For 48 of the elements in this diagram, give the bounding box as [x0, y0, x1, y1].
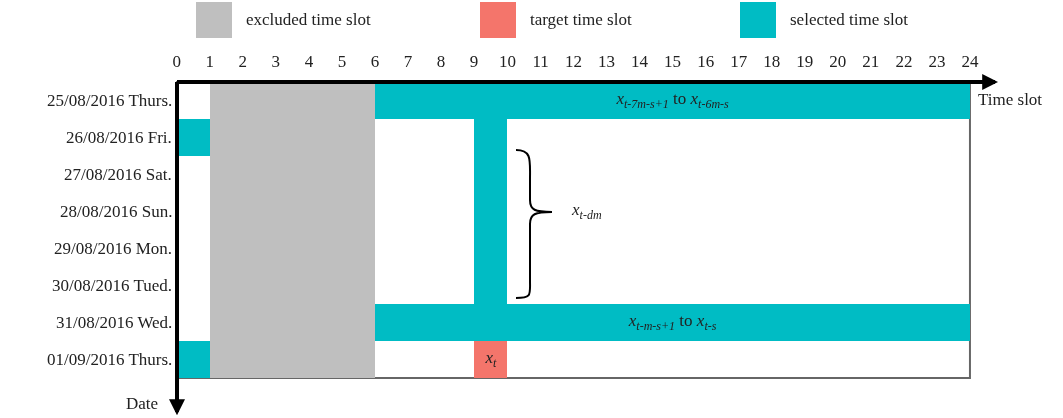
- tick-label: 24: [961, 52, 979, 72]
- tick-label: 3: [271, 52, 281, 72]
- date-label: 31/08/2016 Wed.: [56, 312, 173, 333]
- tick-label: 19: [796, 52, 814, 72]
- brace-label: x$_{t-dm}$: [572, 199, 602, 224]
- tick-label: 8: [436, 52, 446, 72]
- slot-formula: x$_{t-m-s+1}$ to x$_{t-s}$: [628, 311, 717, 334]
- tick-label: 17: [730, 52, 748, 72]
- tick-label: 5: [337, 52, 347, 72]
- slot-formula: x$_{t}$: [485, 348, 497, 371]
- selected-slot-band: [375, 304, 970, 341]
- legend-label: excluded time slot: [246, 10, 371, 30]
- excluded-slot-block: [210, 82, 376, 378]
- tick-label: 22: [895, 52, 913, 72]
- selected-slot-cell: [177, 119, 211, 156]
- tick-label: 7: [403, 52, 413, 72]
- tick-label: 2: [238, 52, 248, 72]
- tick-label: 20: [829, 52, 847, 72]
- tick-label: 1: [205, 52, 215, 72]
- tick-label: 15: [664, 52, 682, 72]
- date-label: 27/08/2016 Sat.: [64, 164, 172, 185]
- tick-label: 9: [469, 52, 479, 72]
- slot-formula: x$_{t-7m-s+1}$ to x$_{t-6m-s}$: [616, 89, 729, 112]
- date-label: 26/08/2016 Fri.: [66, 127, 172, 148]
- tick-label: 6: [370, 52, 380, 72]
- tick-label: 16: [697, 52, 715, 72]
- tick-label: 14: [631, 52, 649, 72]
- target-slot-cell: [474, 341, 508, 378]
- tick-label: 21: [862, 52, 880, 72]
- selected-slot-cell: [177, 341, 211, 378]
- tick-label: 11: [532, 52, 549, 72]
- legend-label: target time slot: [530, 10, 632, 30]
- legend-label: selected time slot: [790, 10, 909, 30]
- date-label: 01/09/2016 Thurs.: [47, 349, 173, 370]
- tick-label: 0: [172, 52, 181, 72]
- tick-label: 23: [928, 52, 946, 72]
- tick-label: 13: [598, 52, 615, 72]
- selected-slot-band: [375, 82, 970, 119]
- date-label: 29/08/2016 Mon.: [54, 238, 173, 259]
- date-label: 28/08/2016 Sun.: [60, 201, 173, 222]
- tick-label: 18: [763, 52, 781, 72]
- date-label: 30/08/2016 Tued.: [52, 275, 172, 296]
- tick-label: 4: [304, 52, 314, 72]
- date-label: 25/08/2016 Thurs.: [47, 90, 173, 111]
- axis-title: Date: [126, 394, 159, 414]
- tick-label: 12: [564, 52, 582, 72]
- tick-label: 10: [498, 52, 516, 72]
- axis-title: Time slot: [978, 90, 1043, 110]
